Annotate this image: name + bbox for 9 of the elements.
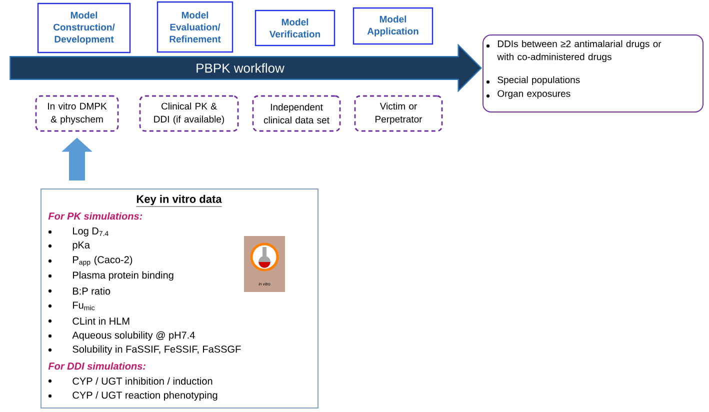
input-box: Clinical PK & DDI (if available) <box>139 95 239 132</box>
outcome-box: DDIs between ≥2 antimalarial drugs or with co-administered drugs Special populations Organ exposures <box>482 34 704 112</box>
input-box: In vitro DMPK & physchem <box>35 95 119 132</box>
stage-box: Model Evaluation/ Refinement <box>156 1 234 53</box>
stage-box: Model Construction/ Development <box>37 2 131 54</box>
input-box: Victim or Perpetrator <box>354 95 443 132</box>
stage-box: Model Verification <box>254 10 336 46</box>
stage-box: Model Application <box>352 7 434 45</box>
input-box: Independent clinical data set <box>252 95 341 132</box>
